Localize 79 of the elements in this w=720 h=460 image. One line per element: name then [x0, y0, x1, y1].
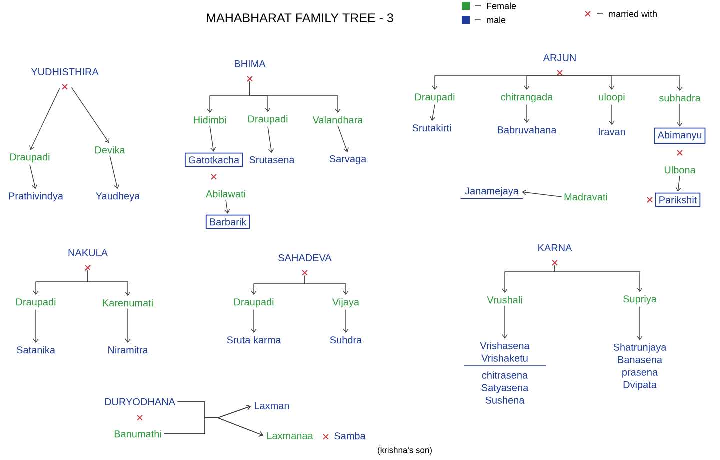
person-name: Draupadi [248, 115, 288, 125]
name-box: Gatotkacha [184, 152, 244, 168]
person-name: YUDHISTHIRA [31, 68, 99, 76]
name-box: Parikshit [655, 192, 701, 208]
arrow [88, 270, 131, 296]
arrow [33, 310, 39, 344]
arrow [251, 310, 257, 334]
name-box: Abimanyu [654, 128, 706, 144]
arrow [637, 306, 643, 340]
arrow [224, 200, 230, 214]
arrow [30, 88, 60, 150]
person-name: Hidimbi [194, 116, 226, 124]
arrow [502, 306, 508, 339]
person-name: DURYODHANA [105, 398, 176, 406]
arrow [71, 87, 110, 144]
arrow [250, 81, 341, 114]
person-name: Niramitra [108, 346, 148, 354]
person-name: Draupadi [16, 298, 56, 308]
person-name: Suhdra [330, 336, 362, 344]
person-name: Yaudheya [96, 192, 140, 202]
person-name: Draupadi [416, 93, 455, 103]
person-name: Valandhara [312, 116, 364, 124]
arrow [677, 104, 683, 127]
person-name: Sruta karma [227, 336, 282, 344]
person-name: BHIMA [234, 60, 266, 68]
arrow [524, 75, 560, 90]
arrow [343, 310, 349, 334]
person-name: uloopi [599, 93, 625, 103]
person-name: Janamejaya [460, 187, 524, 200]
note-text: (krishna's son) [378, 447, 432, 455]
title: MAHABHARAT FAMILY TREE - 3 [207, 14, 394, 22]
person-name: Draupadi [234, 298, 274, 308]
legend-text: male [487, 16, 506, 24]
person-name: Banumathi [114, 430, 162, 438]
person-name: Sarvaga [330, 155, 367, 165]
arrow [609, 104, 615, 126]
person-name: Draupadi [10, 153, 50, 163]
person-name: Samba [334, 432, 366, 440]
arrow [560, 75, 683, 92]
arrow [210, 126, 216, 152]
person-name: Abilawati [206, 190, 246, 198]
person-name: ARJUN [543, 54, 576, 62]
name-list: Vrishasena Vrishaketu chitrasena Satyasena Sushena [464, 342, 546, 404]
arrow [676, 176, 682, 192]
person-name: chitrangada [501, 93, 554, 103]
person-name: Supriya [624, 295, 657, 305]
arrow [125, 308, 131, 344]
person-name: KARNA [538, 244, 572, 252]
arrow [522, 190, 562, 198]
person-name: SAHADEVA [278, 254, 332, 262]
arrow [164, 418, 264, 437]
person-name: Srutakirti [412, 124, 452, 132]
person-name: Laxman [255, 402, 290, 410]
person-name: Srutasena [250, 156, 295, 164]
name-list: Shatrunjaya Banasena prasena Dvipata [614, 344, 667, 390]
arrow [110, 156, 120, 190]
arrow [554, 265, 643, 292]
person-name: Vijaya [332, 298, 360, 308]
legend-text: Female [487, 2, 516, 10]
person-name: Devika [96, 146, 126, 154]
person-name: Iravan [599, 128, 626, 136]
person-name: subhadra [659, 94, 701, 102]
arrow [524, 104, 530, 124]
person-name: Madravati [564, 193, 608, 201]
person-name: Vrushali [487, 296, 522, 304]
legend-text: married with [609, 10, 657, 18]
person-name: Ulbona [664, 166, 696, 174]
person-name: Babruvahana [498, 126, 557, 134]
arrow [30, 164, 38, 190]
person-name: Satanika [17, 346, 56, 354]
person-name: Karenumati [103, 299, 153, 307]
person-name: Laxmanaa [267, 432, 314, 440]
arrow [338, 126, 349, 152]
arrow [268, 126, 274, 154]
arrow [304, 275, 349, 296]
person-name: Prathivindya [9, 192, 64, 202]
name-box: Barbarik [206, 214, 250, 230]
arrow [430, 104, 436, 122]
person-name: NAKULA [68, 250, 108, 256]
